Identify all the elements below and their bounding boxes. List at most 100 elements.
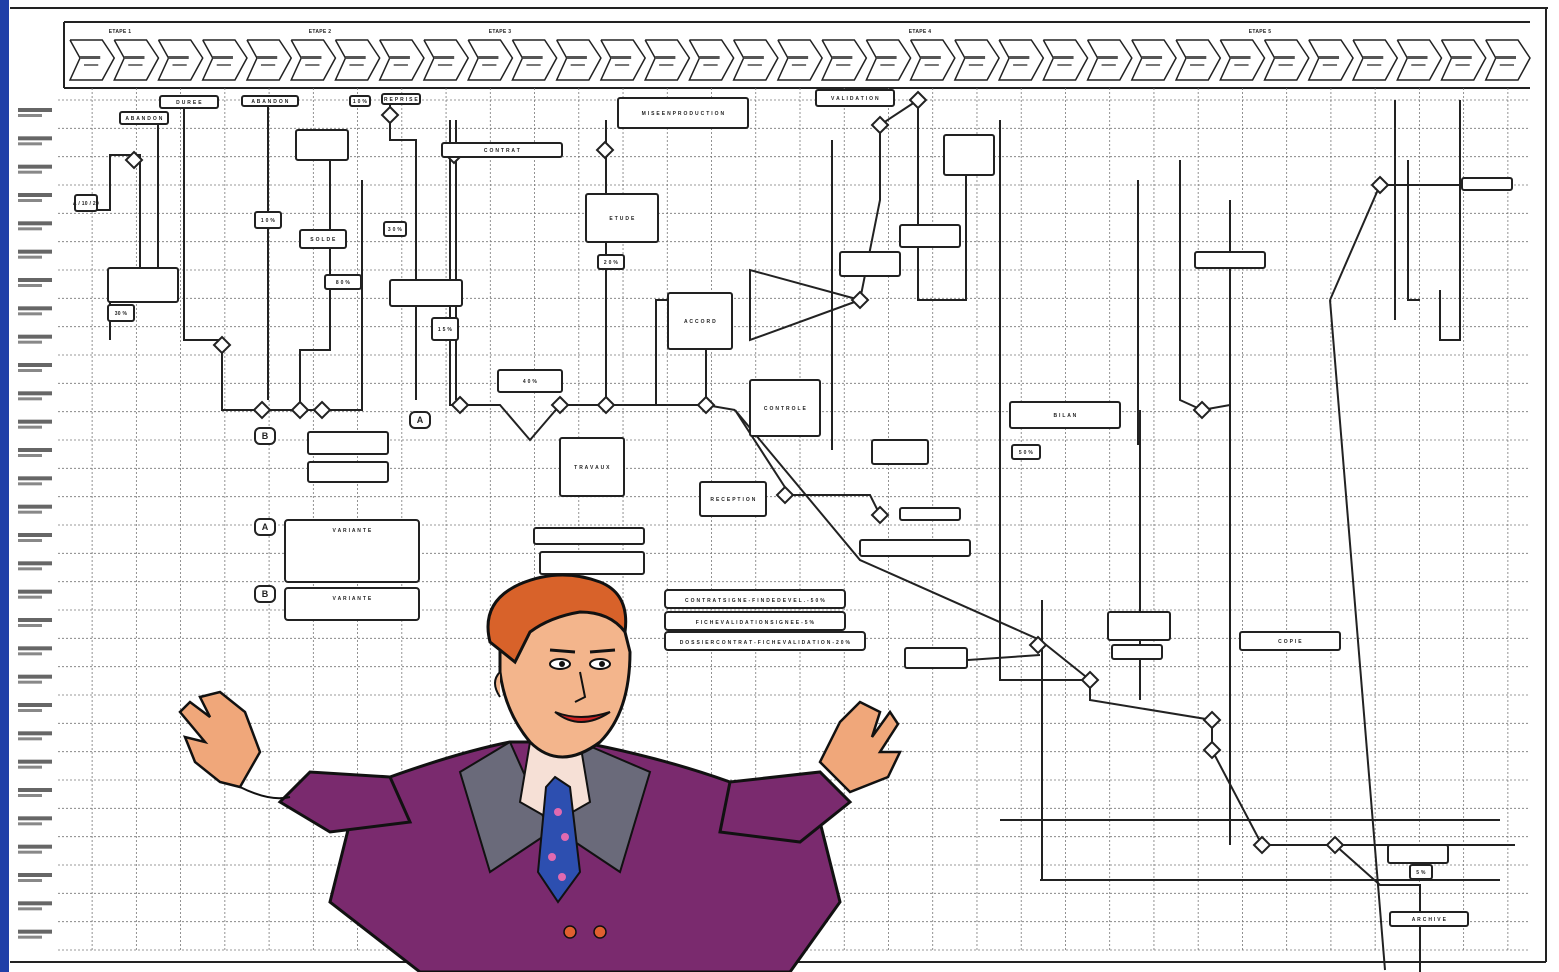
process-box-label: S O L D E [310,237,336,243]
lane-header-text [18,341,42,344]
lane-header-text [18,760,52,764]
phase-label-text [172,64,186,66]
lane-header-text [18,256,42,259]
lane-header-text [18,505,52,509]
phase-label-text [792,64,806,66]
left-arm [180,692,410,832]
lane-header-text [18,533,52,537]
phase-label-text [394,64,408,66]
phase-label-text [876,56,896,59]
stage-label: ETAPE 3 [489,29,512,35]
phase-chevron [1265,40,1309,80]
process-box [1112,645,1162,659]
lane-header-text [18,731,52,735]
lane-header-text [18,193,52,197]
process-box [944,135,994,175]
lane-header-text [18,936,42,939]
phase-label-text [969,64,983,66]
phase-label-text [965,56,985,59]
process-box-label: 1 0 % [261,218,276,224]
lane-header-text [18,227,42,230]
lane-header-text [18,567,42,570]
phase-chevron [1486,40,1530,80]
process-box-label: E T U D E [609,216,635,222]
lane-header-text [18,250,52,254]
phase-label-text [571,64,585,66]
phase-label-text [699,56,719,59]
decision-diamond [452,397,468,413]
phase-label-text [1363,56,1383,59]
phase-chevron [203,40,247,80]
process-box-label: D U R E E [176,100,202,106]
process-box-label: C O P I E [1278,639,1302,645]
lane-header-text [18,397,42,400]
lane-header-text [18,788,52,792]
connector-marker-label: A [417,415,424,425]
lane-header-text [18,709,42,712]
phase-chevron [866,40,910,80]
process-box-label: A B A N D O N [125,116,162,122]
phase-label-text [1190,64,1204,66]
stage-label: ETAPE 5 [1249,29,1272,35]
phase-chevron [734,40,778,80]
lane-header-text [18,766,42,769]
phase-chevron [645,40,689,80]
presenter-illustration [160,572,920,972]
lane-header-text [18,420,52,424]
phase-label-text [703,64,717,66]
phase-label-text [390,56,410,59]
decision-diamond [292,402,308,418]
decision-diamond [1372,177,1388,193]
lane-header-text [18,851,42,854]
phase-chevron [70,40,114,80]
phase-chevron [1043,40,1087,80]
process-box [308,462,388,482]
phase-label-text [305,64,319,66]
phase-chevron [1397,40,1441,80]
phase-label-text [1186,56,1206,59]
lane-header-text [18,482,42,485]
lane-header-text [18,312,42,315]
phase-label-text [128,64,142,66]
phase-label-text [1279,64,1293,66]
decision-diamond [598,397,614,413]
phase-chevrons [70,40,1530,80]
phase-label-text [611,56,631,59]
phase-chevron [291,40,335,80]
lane-header-text [18,539,42,542]
phase-label-text [482,64,496,66]
phase-chevron [512,40,556,80]
process-box-label: B I L A N [1053,413,1076,419]
phase-label-text [655,56,675,59]
phase-label-text [526,64,540,66]
lane-header-text [18,901,52,905]
process-box [540,552,644,574]
process-box-label: 3 0 % [388,227,403,233]
phase-chevron [778,40,822,80]
lane-header-text [18,681,42,684]
lane-header-text [18,142,42,145]
process-box-label: R E P R I S E [384,97,418,103]
phase-label-text [1500,64,1514,66]
phase-label-text [1053,56,1073,59]
lane-header-text [18,845,52,849]
process-box [900,225,960,247]
decision-diamond [1030,637,1046,653]
decision-diamond [254,402,270,418]
stage-label: ETAPE 2 [309,29,332,35]
lane-header-text [18,108,52,112]
process-box [1462,178,1512,190]
phase-label-text [748,64,762,66]
decision-diamond [1254,837,1270,853]
phase-chevron [158,40,202,80]
lane-header-text [18,391,52,395]
phase-chevron [1353,40,1397,80]
phase-label-text [567,56,587,59]
phase-label-text [349,64,363,66]
phase-label-text [478,56,498,59]
process-box-label: 5 % [1416,870,1426,876]
phase-label-text [213,56,233,59]
process-box-label: 1 5 % [438,327,453,333]
process-box [840,252,900,276]
